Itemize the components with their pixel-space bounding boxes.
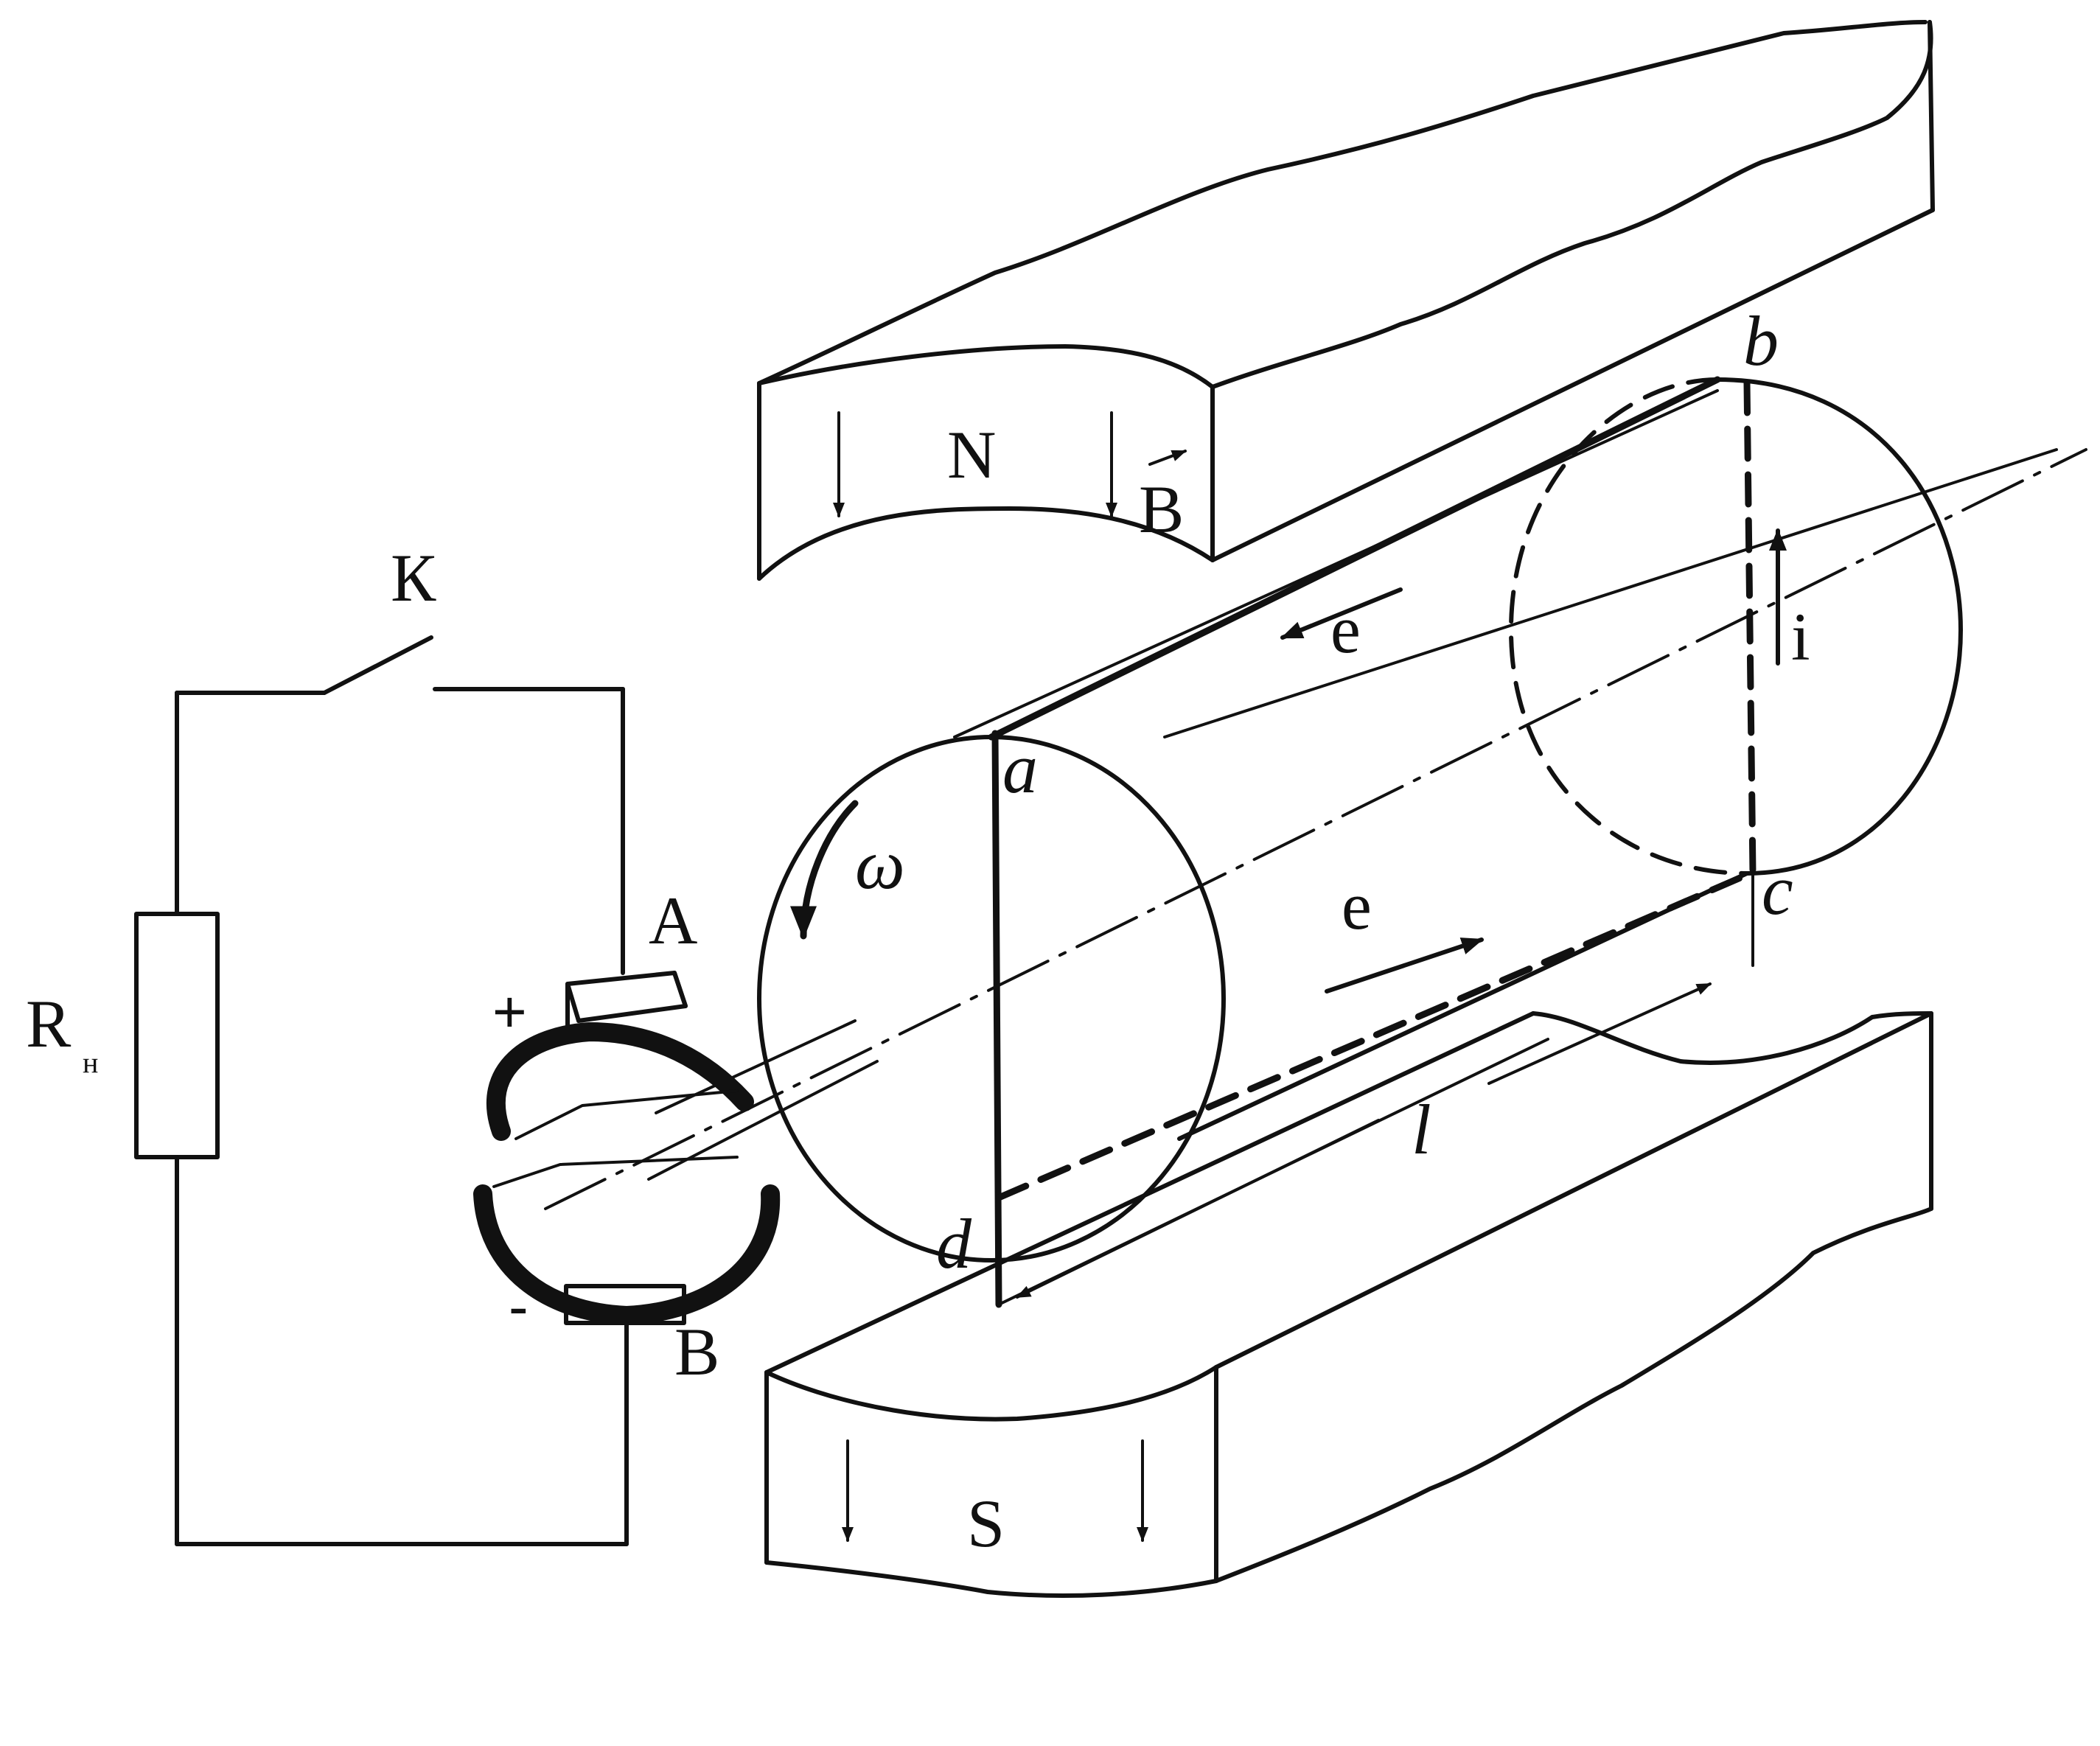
coil-side-dc: [995, 870, 1754, 1201]
label-omega: ω: [855, 825, 905, 904]
external-circuit: [134, 635, 629, 1546]
north-pole-piece: N B: [757, 20, 1935, 581]
label-brush-a: A: [649, 883, 697, 958]
emf-arrow-bottom: [1325, 937, 1484, 994]
label-north-pole: N: [947, 417, 996, 492]
length-arrow: [1487, 982, 1712, 1085]
label-emf-top: e: [1330, 592, 1361, 667]
label-minus: -: [509, 1274, 529, 1339]
label-corner-a: a: [1002, 729, 1038, 808]
armature-back-hidden: [1509, 377, 1749, 876]
label-corner-c: c: [1762, 851, 1793, 929]
label-length-l: l: [1412, 1090, 1431, 1169]
commutator: [473, 1022, 781, 1325]
commutator-lower-segment: [473, 1184, 781, 1325]
label-corner-d: d: [936, 1204, 972, 1283]
switch-blade: [322, 635, 433, 695]
length-arrow-lower: [1016, 1119, 1380, 1299]
armature-shaft: [544, 448, 2087, 1210]
label-field-b: B: [1139, 472, 1184, 547]
label-plus: +: [492, 979, 527, 1044]
brush-a: [565, 971, 688, 1030]
label-south-pole: S: [967, 1486, 1005, 1561]
coil-back-bc: [1743, 380, 1757, 877]
field-vector-arrow: [1148, 450, 1187, 466]
commutator-upper-segment: [486, 1022, 754, 1141]
label-load-subscript: н: [83, 1046, 98, 1079]
armature-front-end: [757, 735, 1226, 1263]
load-resistor: [134, 912, 220, 1159]
label-load-r: R: [26, 986, 71, 1061]
label-switch-k: К: [391, 540, 436, 615]
rotation-arrow: [790, 800, 859, 940]
coil-side-ab: [988, 376, 1721, 741]
label-emf-bottom: e: [1342, 868, 1372, 943]
armature-back-end: [1715, 377, 1963, 876]
label-current-i: i: [1791, 599, 1810, 674]
label-corner-b: b: [1743, 301, 1779, 380]
label-brush-b: B: [674, 1314, 719, 1389]
south-pole-piece: S: [764, 1011, 1933, 1598]
emf-arrow-top: [1280, 587, 1403, 640]
coil-front-ad: [991, 730, 1002, 1308]
